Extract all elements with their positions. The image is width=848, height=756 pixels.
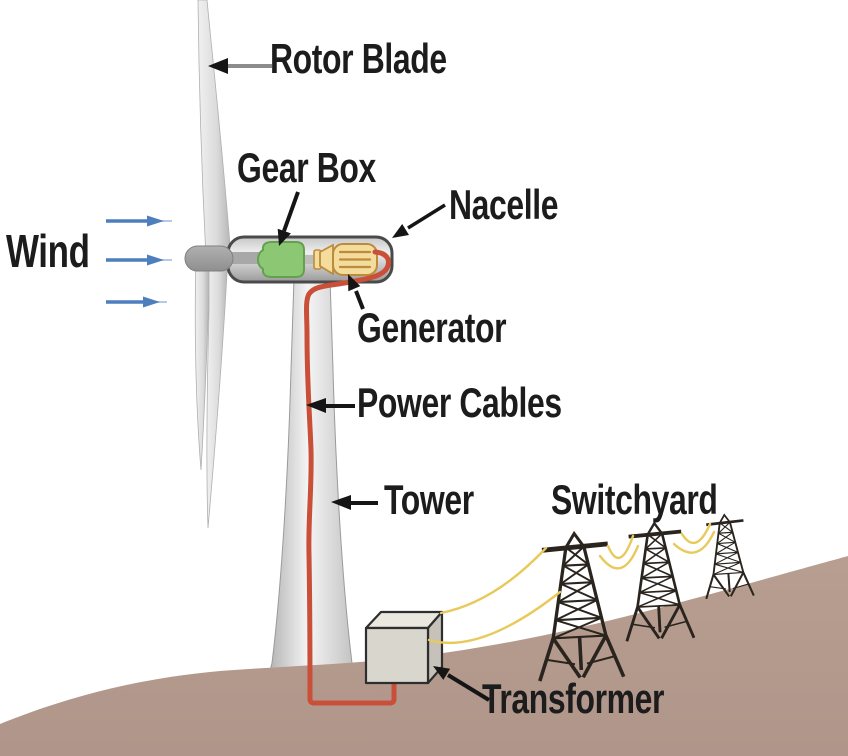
transmission-wires [427, 522, 716, 644]
generator-arrow [348, 274, 365, 310]
rotor-blade-lower-back [206, 254, 229, 529]
rotor-blade-lower-front [194, 254, 210, 471]
wind-arrow [106, 215, 172, 227]
high-speed-shaft [302, 255, 320, 264]
rotor-blade-arrow [208, 58, 272, 74]
label-power-cables: Power Cables [357, 379, 562, 426]
label-nacelle: Nacelle [449, 181, 559, 228]
label-gear-box: Gear Box [237, 144, 376, 191]
tower-arrow [331, 495, 378, 510]
transformer [364, 610, 444, 685]
wind-arrow [106, 296, 167, 308]
rotor-blade-upper [197, 0, 232, 259]
label-transformer: Transformer [482, 675, 665, 722]
wind-arrows [106, 215, 172, 308]
label-switchyard: Switchyard [551, 476, 718, 523]
power-cable [304, 249, 397, 706]
label-generator: Generator [357, 304, 507, 351]
power-cables-arrow [306, 398, 355, 413]
gear-box-arrow [277, 191, 300, 246]
transformer-arrow [433, 666, 491, 702]
generator [313, 243, 378, 276]
label-arrows [208, 58, 491, 702]
wind-arrow [106, 254, 172, 266]
gear-box [256, 241, 305, 278]
label-rotor-blade: Rotor Blade [270, 35, 447, 82]
nacelle-arrow [392, 203, 446, 238]
rotor-hub [184, 245, 234, 272]
main-shaft [230, 252, 266, 264]
label-tower: Tower [384, 476, 474, 523]
label-wind: Wind [6, 225, 90, 277]
